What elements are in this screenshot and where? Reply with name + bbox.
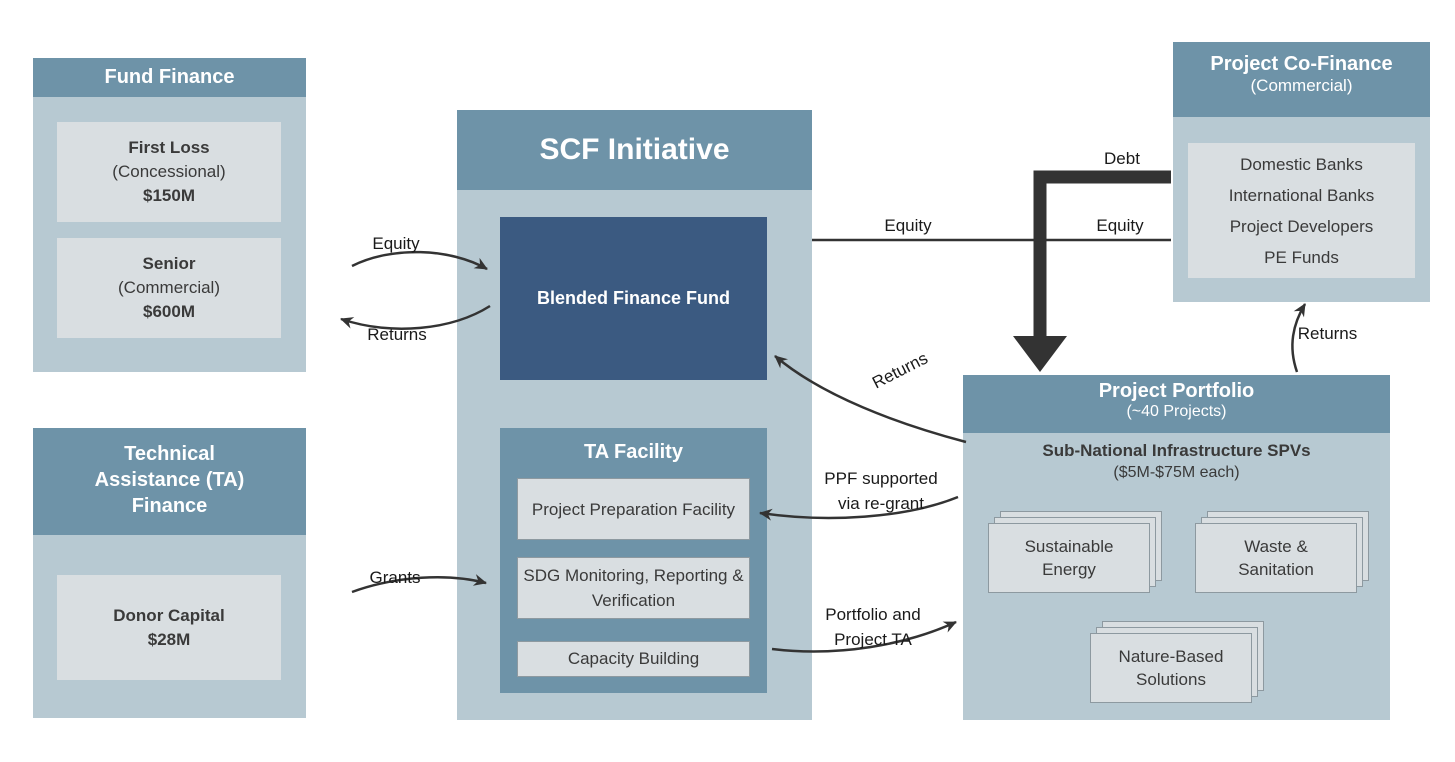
- sustainable-energy-label: Sustainable Energy: [988, 523, 1150, 593]
- first-loss-box: First Loss (Concessional) $150M: [57, 122, 281, 222]
- returns-mid-label: Returns: [869, 348, 931, 393]
- senior-type: (Commercial): [118, 278, 220, 297]
- project-preparation-facility-box: Project Preparation Facility: [517, 478, 750, 540]
- portfolio-ta-line1: Portfolio and: [825, 605, 921, 624]
- portfolio-ta-label: Portfolio and Project TA: [798, 602, 948, 652]
- senior-name: Senior: [142, 254, 196, 273]
- blended-finance-fund-box: Blended Finance Fund: [500, 217, 767, 380]
- ppf-regrant-label: PPF supported via re-grant: [806, 466, 956, 516]
- senior-box: Senior (Commercial) $600M: [57, 238, 281, 338]
- scf-initiative-title: SCF Initiative: [457, 110, 812, 190]
- nature-based-solutions-label: Nature-Based Solutions: [1090, 633, 1252, 703]
- donor-capital-amount: $28M: [147, 629, 191, 649]
- returns-left-label: Returns: [367, 325, 427, 344]
- ppf-regrant-line2: via re-grant: [838, 494, 924, 513]
- project-co-finance-panel: Project Co-Finance (Commercial) Domestic…: [1173, 42, 1430, 302]
- waste-sanitation-card: Waste & Sanitation: [1195, 511, 1369, 593]
- co-finance-item: Project Developers: [1229, 216, 1374, 236]
- fund-finance-panel: Fund Finance First Loss (Concessional) $…: [33, 58, 306, 372]
- co-finance-item: Domestic Banks: [1240, 154, 1363, 174]
- equity-mid-label: Equity: [884, 216, 932, 235]
- portfolio-subtitle: (~40 Projects): [1126, 403, 1227, 420]
- nature-based-solutions-card: Nature-Based Solutions: [1090, 621, 1264, 703]
- senior-amount: $600M: [143, 302, 195, 321]
- equity-left-label: Equity: [372, 234, 420, 253]
- first-loss-type: (Concessional): [112, 162, 226, 181]
- portfolio-heading: Sub-National Infrastructure SPVs: [1042, 441, 1311, 460]
- co-finance-list: Domestic Banks International Banks Proje…: [1188, 143, 1415, 278]
- returns-right-label: Returns: [1297, 324, 1358, 343]
- sustainable-energy-card: Sustainable Energy: [988, 511, 1162, 593]
- co-finance-item: International Banks: [1228, 185, 1375, 205]
- sdg-monitoring-box: SDG Monitoring, Reporting & Verification: [517, 557, 750, 619]
- debt-arrow: [1033, 170, 1171, 338]
- donor-capital-box: Donor Capital $28M: [57, 575, 281, 680]
- portfolio-ta-line2: Project TA: [834, 630, 912, 649]
- debt-arrowhead-icon: [1013, 336, 1067, 372]
- capacity-building-box: Capacity Building: [517, 641, 750, 677]
- waste-sanitation-label: Waste & Sanitation: [1195, 523, 1357, 593]
- ta-facility-title: TA Facility: [584, 441, 683, 463]
- portfolio-title: Project Portfolio: [1098, 380, 1255, 402]
- co-finance-title: Project Co-Finance: [1210, 53, 1393, 75]
- project-portfolio-panel: Project Portfolio (~40 Projects) Sub-Nat…: [963, 375, 1390, 720]
- first-loss-amount: $150M: [143, 186, 195, 205]
- ta-finance-title: Technical Assistance (TA) Finance: [33, 428, 306, 535]
- equity-right-label: Equity: [1096, 216, 1144, 235]
- co-finance-item: PE Funds: [1264, 247, 1339, 267]
- ta-facility-box: TA Facility Project Preparation Facility…: [500, 428, 767, 693]
- ta-finance-panel: Technical Assistance (TA) Finance Donor …: [33, 428, 306, 718]
- co-finance-subtitle: (Commercial): [1250, 76, 1353, 95]
- portfolio-subheading: ($5M-$75M each): [1113, 464, 1240, 481]
- ppf-regrant-line1: PPF supported: [824, 469, 938, 488]
- first-loss-name: First Loss: [128, 138, 210, 157]
- scf-initiative-panel: SCF Initiative Blended Finance Fund TA F…: [457, 110, 812, 720]
- debt-label: Debt: [1104, 149, 1140, 168]
- donor-capital-name: Donor Capital: [113, 605, 225, 625]
- fund-finance-title: Fund Finance: [33, 58, 306, 97]
- grants-label: Grants: [369, 568, 421, 587]
